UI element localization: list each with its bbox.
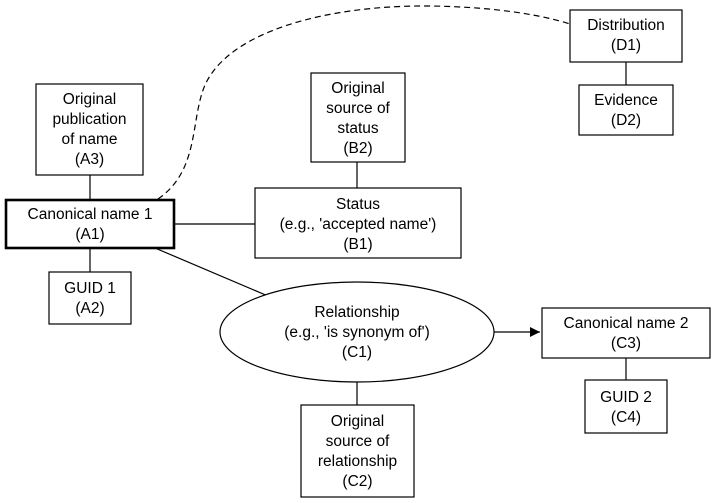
node-b2-label-4: (B2) — [343, 140, 372, 157]
node-a2: GUID 1 (A2) — [48, 271, 132, 325]
edges — [89, 5, 627, 405]
node-c3-label-1: Canonical name 2 — [564, 315, 689, 332]
node-c1: Relationship (e.g., 'is synonym of') (C1… — [219, 281, 495, 383]
node-b2-label-2: source of — [326, 100, 390, 117]
node-a1-label-2: (A1) — [75, 226, 104, 243]
node-b1-label-1: Status — [336, 196, 380, 213]
node-a3: Original publication of name (A3) — [35, 83, 144, 176]
node-a1: Canonical name 1 (A1) — [4, 198, 176, 250]
node-a2-label-1: GUID 1 — [64, 280, 116, 297]
node-c4-label-2: (C4) — [611, 409, 641, 426]
nodes: Original publication of name (A3) Canoni… — [4, 9, 711, 498]
node-c3-label-2: (C3) — [611, 335, 641, 352]
edge-a1-d1-dashed — [157, 5, 571, 200]
node-c4-label-1: GUID 2 — [600, 389, 652, 406]
node-b1-label-2: (e.g., 'accepted name') — [280, 216, 437, 233]
node-b2-label-1: Original — [331, 80, 384, 97]
edge-a1-c1 — [154, 247, 269, 297]
node-a3-label-4: (A3) — [75, 151, 104, 168]
node-d1-label-2: (D1) — [611, 37, 641, 54]
node-b2-label-3: status — [337, 120, 379, 137]
node-a2-label-2: (A2) — [75, 300, 104, 317]
node-c2-label-1: Original — [331, 413, 384, 430]
node-a3-label-2: publication — [52, 111, 126, 128]
node-a1-label-1: Canonical name 1 — [28, 206, 153, 223]
node-d2-label-1: Evidence — [594, 92, 658, 109]
node-a3-label-1: Original — [63, 91, 116, 108]
node-c1-label-3: (C1) — [342, 344, 372, 361]
node-c1-label-2: (e.g., 'is synonym of') — [284, 324, 429, 341]
node-a3-label-3: of name — [61, 131, 117, 148]
node-c2-label-4: (C2) — [342, 473, 372, 490]
node-d2: Evidence (D2) — [578, 84, 674, 136]
node-c1-label-1: Relationship — [314, 304, 399, 321]
node-d1-label-1: Distribution — [587, 17, 665, 34]
node-c3: Canonical name 2 (C3) — [541, 307, 711, 359]
node-d1: Distribution (D1) — [569, 9, 683, 63]
node-d2-label-2: (D2) — [611, 112, 641, 129]
node-c2-label-3: relationship — [318, 453, 397, 470]
node-c2-label-2: source of — [326, 433, 390, 450]
node-b1: Status (e.g., 'accepted name') (B1) — [254, 187, 462, 259]
node-b1-label-3: (B1) — [343, 236, 372, 253]
node-c2: Original source of relationship (C2) — [300, 404, 415, 498]
node-b2: Original source of status (B2) — [310, 72, 406, 163]
node-c4: GUID 2 (C4) — [584, 379, 668, 434]
